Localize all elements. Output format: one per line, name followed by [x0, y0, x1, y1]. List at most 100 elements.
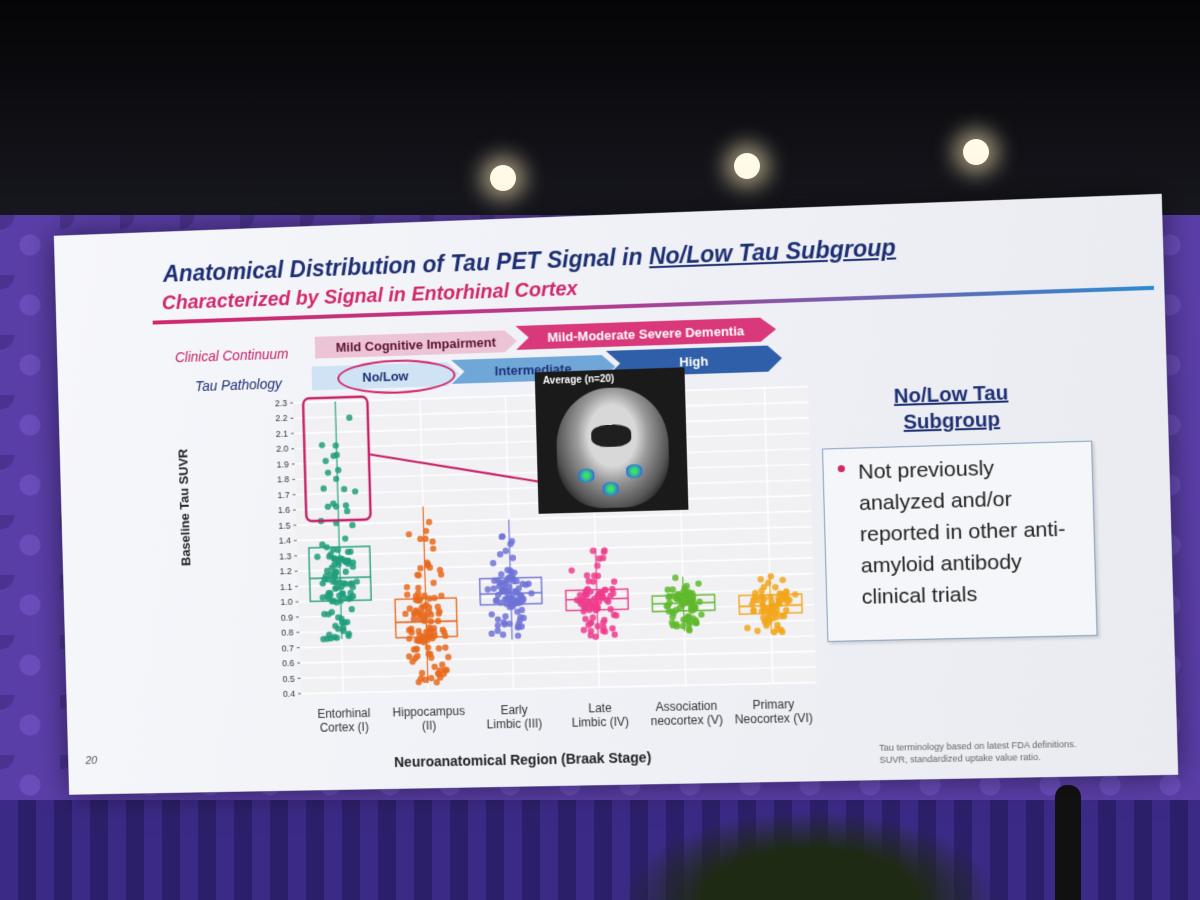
data-point [514, 632, 522, 639]
data-point [424, 562, 431, 569]
data-point [515, 585, 522, 592]
data-point [685, 625, 693, 633]
data-point [518, 606, 526, 614]
data-point [750, 607, 757, 615]
data-point [425, 624, 433, 631]
data-point [504, 574, 512, 582]
data-point [684, 614, 692, 622]
data-point [402, 610, 409, 617]
data-point [435, 670, 443, 678]
data-point [494, 576, 502, 584]
ventricle-shape [590, 424, 632, 448]
data-point [506, 620, 513, 628]
data-point [415, 572, 422, 579]
x-category-line: Hippocampus [392, 704, 466, 720]
data-point [519, 580, 526, 588]
data-point [692, 604, 699, 612]
data-point [518, 593, 525, 601]
data-point [493, 596, 500, 604]
mci-band: Mild Cognitive Impairment [315, 330, 518, 359]
data-point [410, 615, 418, 623]
data-point [685, 618, 693, 626]
data-point [679, 592, 686, 600]
data-point [528, 590, 535, 597]
data-point [406, 605, 414, 612]
data-point [685, 597, 692, 605]
data-point [434, 603, 442, 611]
data-point [496, 551, 504, 558]
data-point [425, 608, 433, 616]
data-point [744, 624, 751, 632]
y-tick-label: 0.4 [283, 689, 296, 699]
x-category-line: (II) [421, 718, 437, 733]
data-point [351, 488, 359, 495]
suvr-scatter-chart: 0.40.50.60.70.80.91.01.11.21.31.41.51.61… [275, 378, 827, 699]
data-point [445, 653, 452, 661]
data-point [494, 616, 502, 623]
data-point [508, 537, 516, 545]
data-point [433, 679, 441, 686]
data-point [591, 603, 599, 610]
data-point [405, 531, 413, 538]
data-point [428, 654, 435, 662]
data-point [754, 627, 761, 635]
data-point [664, 586, 672, 594]
data-point [509, 603, 516, 610]
data-point [442, 632, 449, 640]
data-point [499, 533, 506, 540]
inset-label: Average (n=20) [542, 373, 615, 387]
stage-light-left [490, 165, 516, 191]
data-point [426, 633, 434, 640]
data-point [489, 559, 497, 567]
note-box: Not previously analyzed and/or reported … [821, 440, 1098, 642]
data-point [669, 586, 677, 593]
data-point [411, 610, 418, 617]
data-point [669, 608, 676, 615]
page-number: 20 [85, 754, 98, 767]
data-point [413, 637, 421, 644]
data-point [421, 592, 428, 599]
data-point [418, 669, 426, 677]
data-point [514, 590, 522, 598]
data-point [513, 577, 520, 585]
data-point [415, 590, 422, 597]
data-point [690, 606, 698, 613]
data-point [666, 599, 673, 606]
data-point [416, 611, 424, 618]
data-point [499, 631, 507, 638]
microphone-stand [1055, 785, 1081, 900]
data-point [669, 613, 676, 621]
stage-light-right [963, 139, 989, 165]
data-point [673, 622, 681, 630]
data-point [441, 666, 449, 674]
data-point [501, 587, 508, 594]
data-point [440, 628, 448, 636]
data-point [605, 598, 612, 605]
projected-slide: Anatomical Distribution of Tau PET Signa… [53, 193, 1179, 795]
data-point [679, 588, 687, 596]
data-point [431, 663, 438, 671]
data-point [695, 580, 702, 587]
data-point [419, 633, 426, 640]
data-point [594, 593, 601, 600]
data-point [494, 627, 501, 635]
data-point [525, 580, 532, 587]
data-point [417, 564, 424, 572]
data-point [425, 650, 432, 658]
data-point [418, 637, 426, 645]
data-point [760, 614, 767, 621]
data-point [592, 633, 600, 641]
y-tick-label: 1.8 [277, 474, 290, 484]
data-point [587, 632, 595, 639]
data-point [665, 593, 673, 600]
data-point [423, 628, 430, 636]
data-point [507, 540, 514, 548]
data-point [439, 626, 446, 633]
y-axis-label: Baseline Tau SUVR [175, 448, 194, 567]
data-point [412, 596, 420, 604]
data-point [427, 626, 435, 633]
dementia-band: Mild-Moderate Severe Dementia [515, 317, 776, 350]
y-tick-label: 2.0 [276, 444, 289, 454]
